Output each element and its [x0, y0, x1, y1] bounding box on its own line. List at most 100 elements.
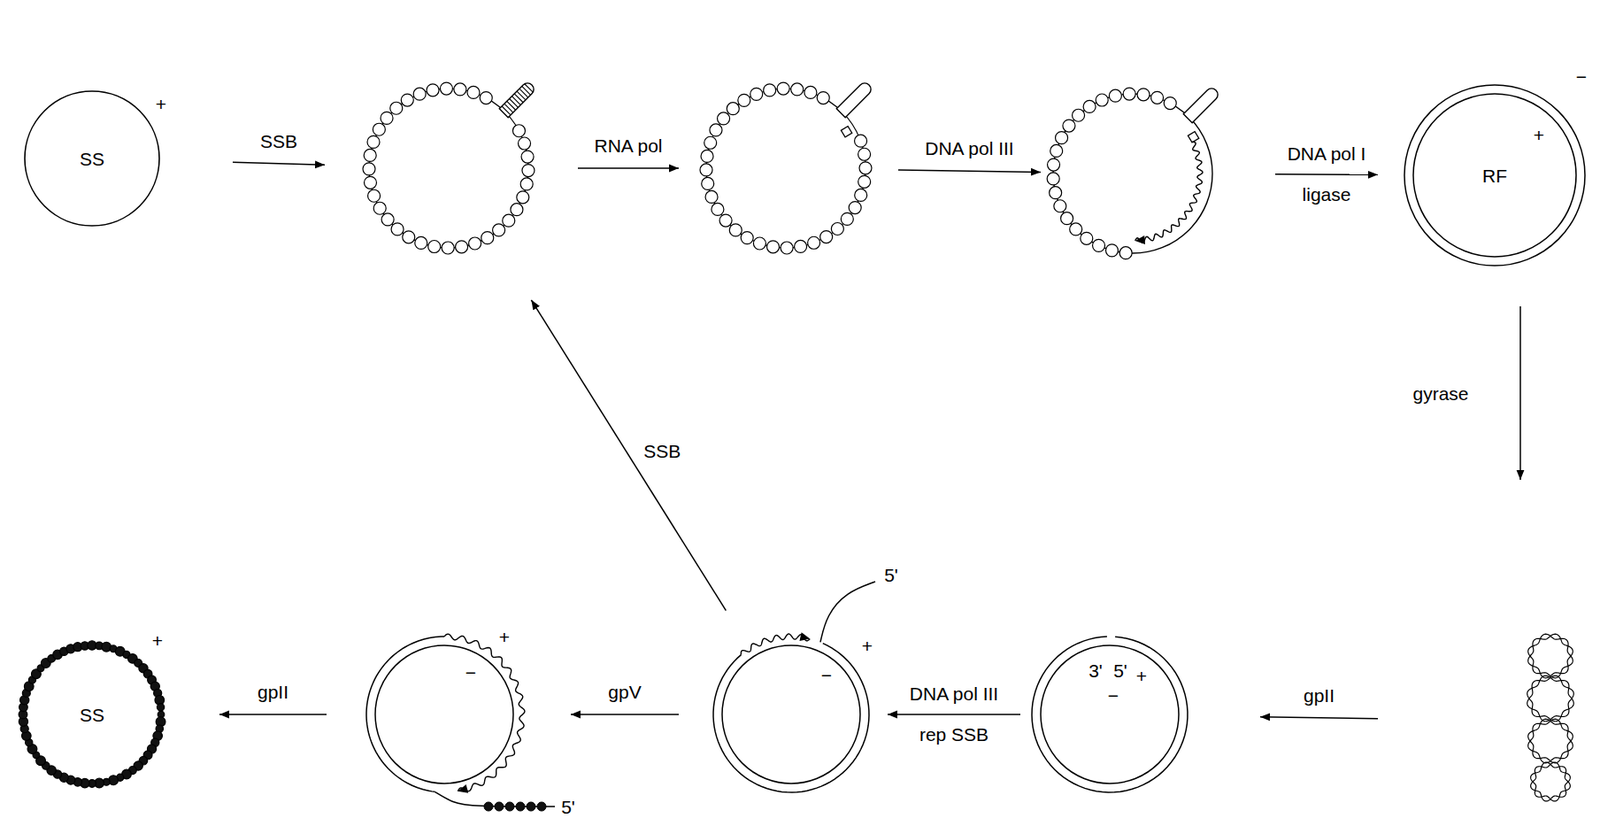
ssb-protein [380, 111, 393, 124]
ssb-protein [740, 231, 754, 245]
ssb-protein [479, 92, 493, 105]
hatch [511, 96, 521, 106]
ssb-protein [469, 237, 482, 250]
dna-molecule [1046, 86, 1220, 261]
strand-circle [1040, 645, 1179, 784]
ssb-protein [1053, 200, 1067, 213]
new-strand [444, 633, 525, 792]
ssb-protein [816, 92, 830, 105]
ssb-protein [1123, 87, 1136, 100]
ssb-protein [1047, 158, 1061, 171]
ssb-protein [362, 162, 376, 176]
ssb-protein [363, 148, 377, 162]
ssb-protein [1080, 231, 1093, 245]
ssb-protein [1055, 131, 1069, 145]
ssb-protein [510, 203, 524, 216]
strand-arc [1031, 636, 1188, 793]
ssb-protein [1072, 108, 1085, 122]
ssb-protein [763, 84, 777, 97]
ssb-protein [1119, 246, 1132, 260]
ssb-protein [516, 191, 530, 204]
gpv-protein [515, 801, 525, 811]
ssb-protein [492, 223, 506, 237]
supercoil-strand [1527, 675, 1575, 721]
enzyme-label: RNA pol [592, 136, 664, 155]
ssb-protein [701, 176, 715, 190]
strand-label: 5' [1113, 661, 1128, 680]
dna-molecule [361, 81, 536, 255]
ssb-protein [1108, 89, 1122, 102]
strand-arc [713, 643, 870, 793]
new-strand [1135, 141, 1203, 243]
strand-label: + [499, 627, 510, 647]
hatch [514, 93, 524, 103]
hatch [519, 88, 529, 98]
strand-label: + [1136, 666, 1147, 685]
arrowhead [457, 784, 469, 793]
enzyme-label: SSB [258, 130, 300, 150]
reaction-arrow [1275, 173, 1378, 176]
hatch [524, 84, 533, 93]
reaction-arrow [887, 713, 1021, 716]
ssb-protein [426, 84, 439, 97]
hairpin [1183, 85, 1221, 124]
supercoil-strand [1528, 718, 1574, 763]
strand-label: 5' [884, 565, 899, 585]
enzyme-label: DNA pol III [923, 138, 1016, 158]
strand-arc [366, 636, 445, 792]
arrowhead [799, 631, 810, 641]
ssb-protein [1062, 119, 1076, 132]
reaction-arrow [1260, 716, 1378, 719]
ssb-protein [854, 188, 868, 201]
ssb-protein [1069, 223, 1083, 236]
ssb-protein [820, 230, 833, 244]
molecule-drawing [361, 81, 536, 255]
ssb-protein [381, 213, 394, 226]
ssb-protein [791, 83, 804, 96]
ssb-protein [840, 212, 854, 225]
strand-circle [24, 91, 160, 226]
ssb-protein [1050, 144, 1063, 157]
ssb-protein [729, 223, 742, 237]
ssb-protein [1163, 97, 1177, 110]
ssb-protein [363, 176, 377, 189]
ssb-protein [1061, 212, 1074, 225]
reaction-arrow [232, 161, 325, 165]
hatch [516, 91, 526, 100]
ssb-protein [400, 93, 414, 107]
ssb-protein [467, 85, 480, 99]
ssb-protein [1092, 238, 1106, 252]
rna-primer [1187, 131, 1199, 143]
enzyme-label: DNA pol I ligase [1274, 133, 1379, 216]
ssb-protein [521, 150, 534, 163]
strand-label: 5' [561, 797, 576, 816]
enzyme-label: gpII [1301, 684, 1337, 704]
hairpin-outline [499, 80, 537, 118]
ssb-protein [750, 87, 763, 100]
enzyme-label: DNA pol III rep SSB [901, 673, 1007, 755]
strand-circle [722, 645, 861, 784]
ssb-protein [1083, 100, 1096, 113]
reaction-arrow [570, 713, 679, 716]
ssb-protein [368, 189, 381, 202]
ssb-protein [776, 82, 790, 95]
molecule-drawing [699, 81, 873, 255]
ssb-protein [390, 101, 403, 115]
hatch [507, 100, 516, 110]
strand-label: + [1533, 125, 1545, 145]
ssb-protein [804, 85, 817, 99]
ssb-protein [415, 236, 428, 249]
dna-molecule: SS+ [23, 89, 162, 228]
gpv-protein [537, 801, 547, 811]
ssb-protein [441, 241, 454, 254]
dna-molecule [699, 81, 873, 255]
gpv-protein [484, 801, 493, 811]
ssb-protein [520, 177, 533, 191]
dna-molecule: 3'5'+− [1028, 632, 1192, 796]
hairpin-outline [836, 80, 874, 118]
enzyme-label: SSB [641, 441, 683, 461]
dna-molecule: RF+− [1401, 82, 1588, 269]
ssb-protein [726, 102, 739, 116]
strand-label: − [465, 662, 477, 682]
strand-label: + [861, 636, 873, 655]
